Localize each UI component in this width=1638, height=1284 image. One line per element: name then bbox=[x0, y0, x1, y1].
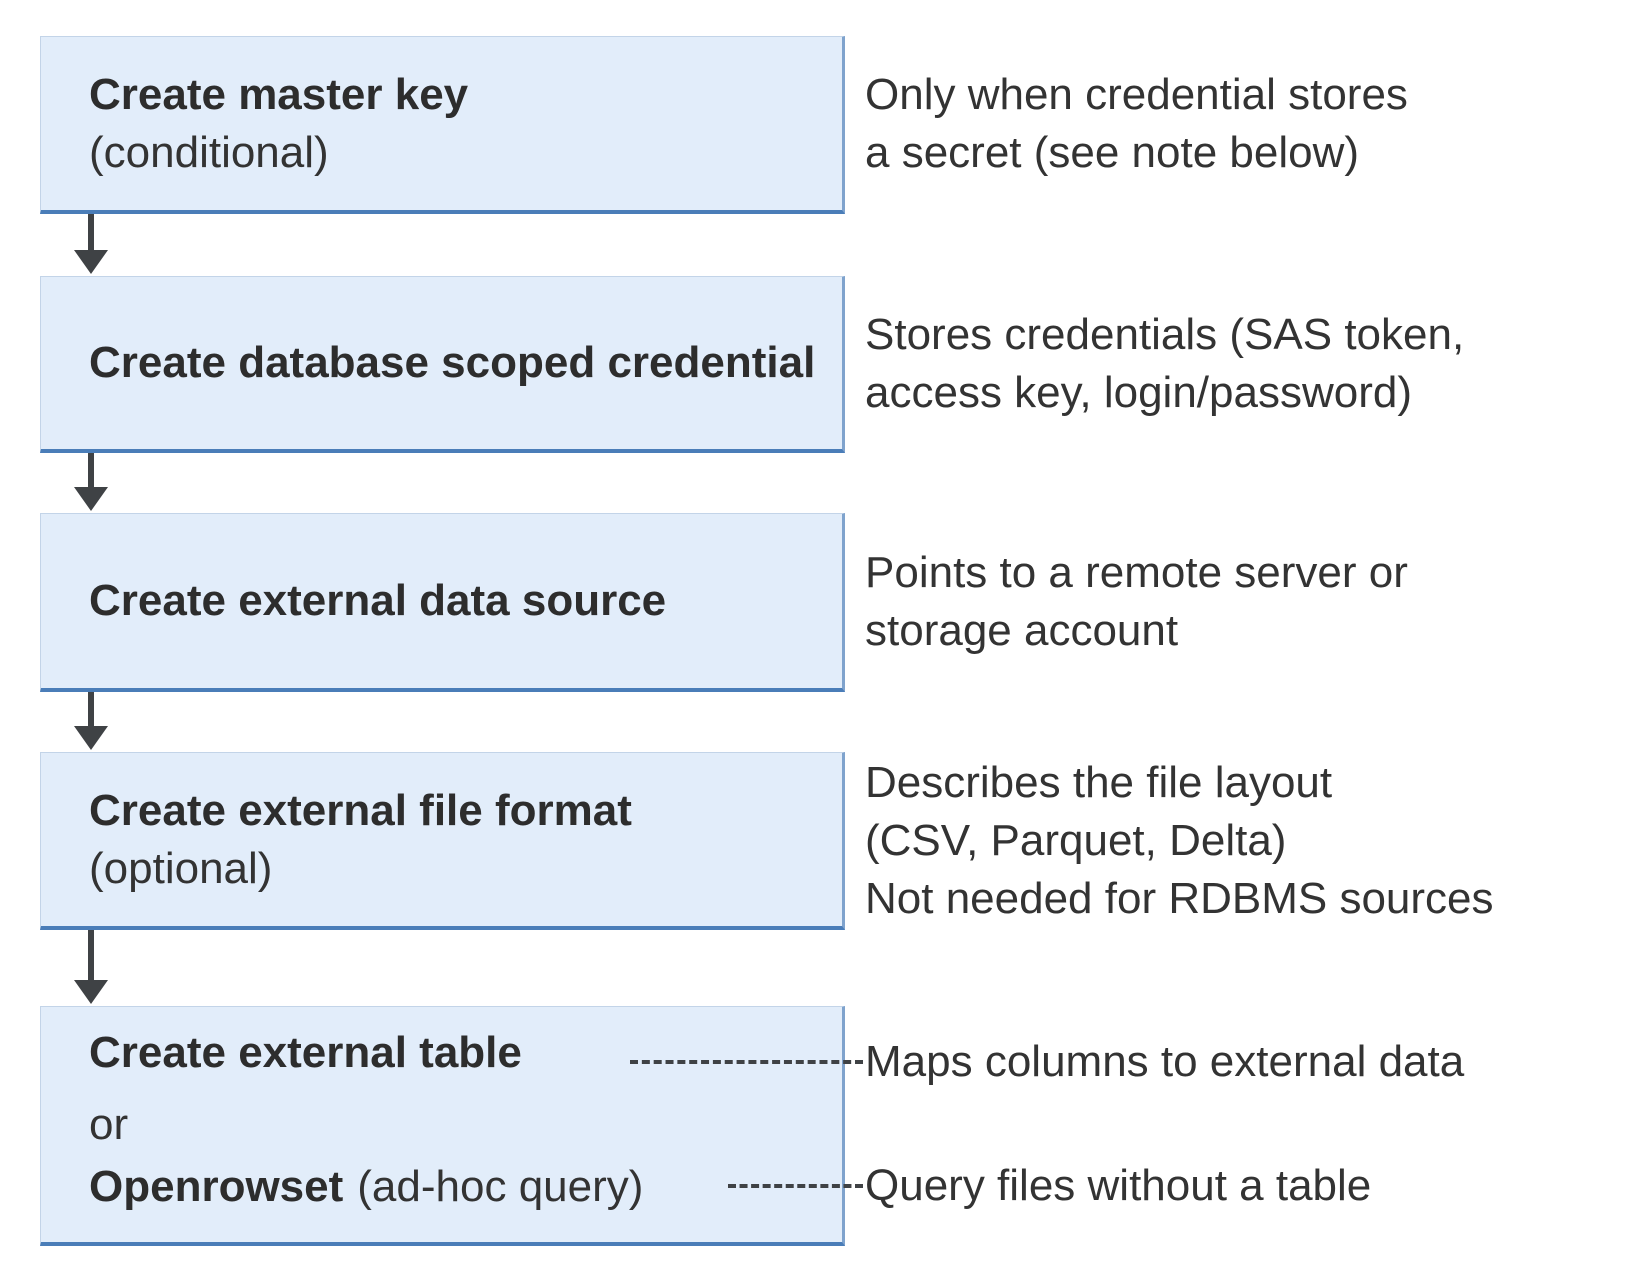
step-title-openrowset: Openrowset bbox=[89, 1161, 344, 1211]
step-qualifier: (conditional) bbox=[89, 127, 329, 177]
step-box-create-external-table-or-openrowset: Create external table or Openrowset (ad-h… bbox=[40, 1006, 845, 1246]
step-title: Create external data source bbox=[89, 576, 667, 625]
step-box-create-external-data-source: Create external data source bbox=[40, 513, 845, 692]
step-box-create-external-file-format: Create external file format (optional) bbox=[40, 752, 845, 930]
note-line: access key, login/password) bbox=[865, 368, 1412, 417]
note-line: a secret (see note below) bbox=[865, 128, 1360, 177]
step-title: Create external file format bbox=[89, 785, 632, 835]
note-line: Maps columns to external data bbox=[865, 1037, 1465, 1086]
note-line: Not needed for RDBMS sources bbox=[865, 874, 1494, 923]
step-qualifier-adhoc: (ad-hoc query) bbox=[357, 1161, 644, 1211]
flow-arrow-3 bbox=[74, 692, 108, 750]
flow-arrow-2 bbox=[74, 453, 108, 511]
step-title: Create database scoped credential bbox=[89, 338, 816, 387]
note-line: storage account bbox=[865, 606, 1179, 655]
note-line: Only when credential stores bbox=[865, 70, 1408, 119]
note-line: Points to a remote server or bbox=[865, 548, 1408, 597]
note-openrowset: Query files without a table bbox=[865, 1157, 1371, 1215]
step-conjunction: or bbox=[89, 1099, 129, 1149]
flow-arrow-4 bbox=[74, 930, 108, 1004]
step-title: Create master key bbox=[89, 69, 469, 119]
note-line: Query files without a table bbox=[865, 1161, 1372, 1210]
flow-arrow-1 bbox=[74, 214, 108, 274]
note-line: (CSV, Parquet, Delta) bbox=[865, 816, 1287, 865]
step-qualifier: (optional) bbox=[89, 843, 273, 893]
dashed-connector-external-table bbox=[630, 1060, 863, 1064]
step-box-create-database-scoped-credential: Create database scoped credential bbox=[40, 276, 845, 453]
note-external-data-source: Points to a remote server or storage acc… bbox=[865, 544, 1408, 660]
step-box-create-master-key: Create master key (conditional) bbox=[40, 36, 845, 214]
note-line: Describes the file layout bbox=[865, 758, 1333, 807]
note-external-file-format: Describes the file layout (CSV, Parquet,… bbox=[865, 754, 1494, 928]
note-external-table: Maps columns to external data bbox=[865, 1033, 1464, 1091]
note-database-scoped-credential: Stores credentials (SAS token, access ke… bbox=[865, 306, 1464, 422]
step-title-external-table: Create external table bbox=[89, 1027, 522, 1077]
note-master-key: Only when credential stores a secret (se… bbox=[865, 66, 1408, 182]
dashed-connector-openrowset bbox=[728, 1184, 863, 1188]
note-line: Stores credentials (SAS token, bbox=[865, 310, 1465, 359]
